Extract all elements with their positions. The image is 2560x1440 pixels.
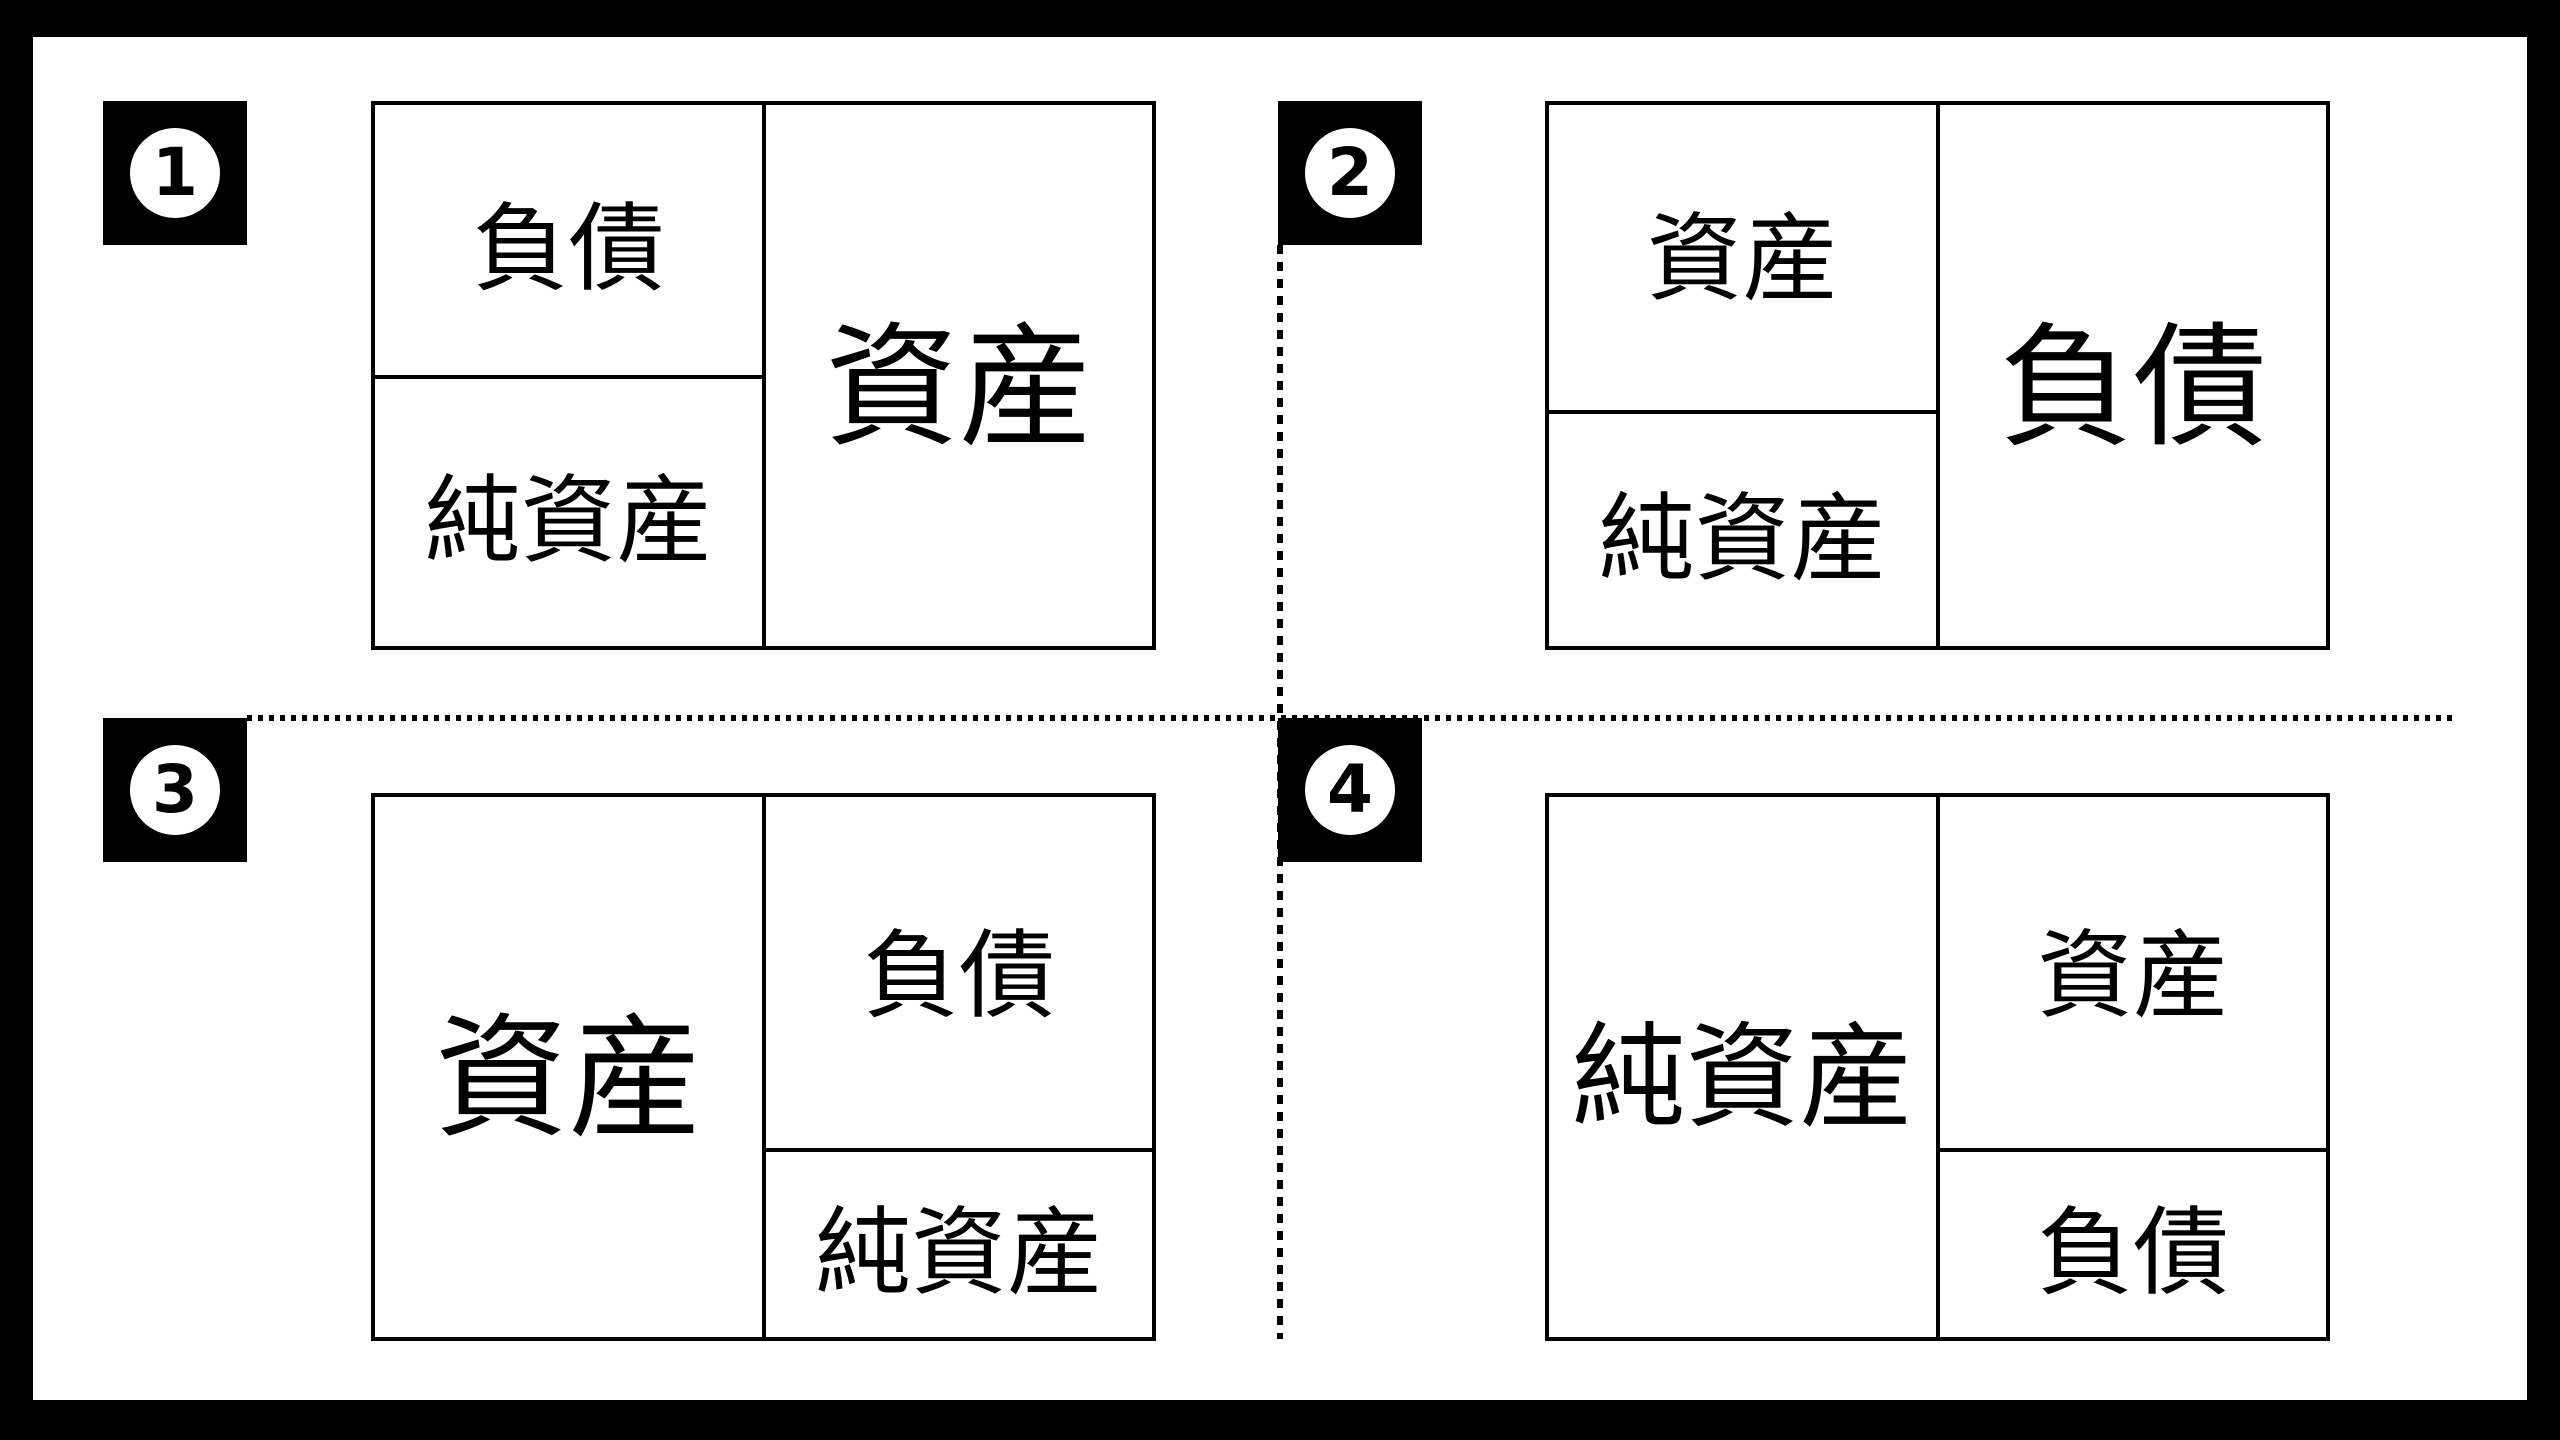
panel-number: 4 xyxy=(1305,745,1395,835)
panel-3-badge: 3 xyxy=(103,718,247,862)
liabilities-cell: 負債 xyxy=(2037,1197,2229,1309)
assets-cell: 資産 xyxy=(2037,919,2229,1032)
liabilities-cell: 負債 xyxy=(863,919,1055,1032)
panel-3-balance-sheet: 資産 負債 純資産 xyxy=(371,793,1156,1341)
panel-4-balance-sheet: 純資産 資産 負債 xyxy=(1545,793,2330,1341)
net-assets-cell: 純資産 xyxy=(424,465,713,577)
panel-number: 1 xyxy=(130,128,220,218)
assets-cell: 資産 xyxy=(1646,202,1839,315)
assets-cell: 資産 xyxy=(824,309,1093,466)
liabilities-cell: 負債 xyxy=(1998,309,2267,466)
net-assets-cell: 純資産 xyxy=(1598,482,1887,595)
divider xyxy=(375,375,766,379)
panel-1-balance-sheet: 負債 純資産 資産 xyxy=(371,101,1156,650)
panel-number: 2 xyxy=(1305,128,1395,218)
panel-number: 3 xyxy=(130,745,220,835)
divider xyxy=(762,797,766,1337)
divider xyxy=(1549,410,1940,414)
divider xyxy=(762,1148,1156,1152)
panel-2-balance-sheet: 資産 純資産 負債 xyxy=(1545,101,2330,650)
panel-1-badge: 1 xyxy=(103,101,247,245)
divider xyxy=(1936,1148,2330,1152)
panel-4-badge: 4 xyxy=(1278,718,1422,862)
divider xyxy=(1936,105,1940,646)
divider xyxy=(1936,797,1940,1337)
net-assets-cell: 純資産 xyxy=(1571,1010,1914,1144)
liabilities-cell: 負債 xyxy=(472,192,665,305)
net-assets-cell: 純資産 xyxy=(815,1197,1103,1309)
panel-2-badge: 2 xyxy=(1278,101,1422,245)
assets-cell: 資産 xyxy=(434,1001,703,1157)
